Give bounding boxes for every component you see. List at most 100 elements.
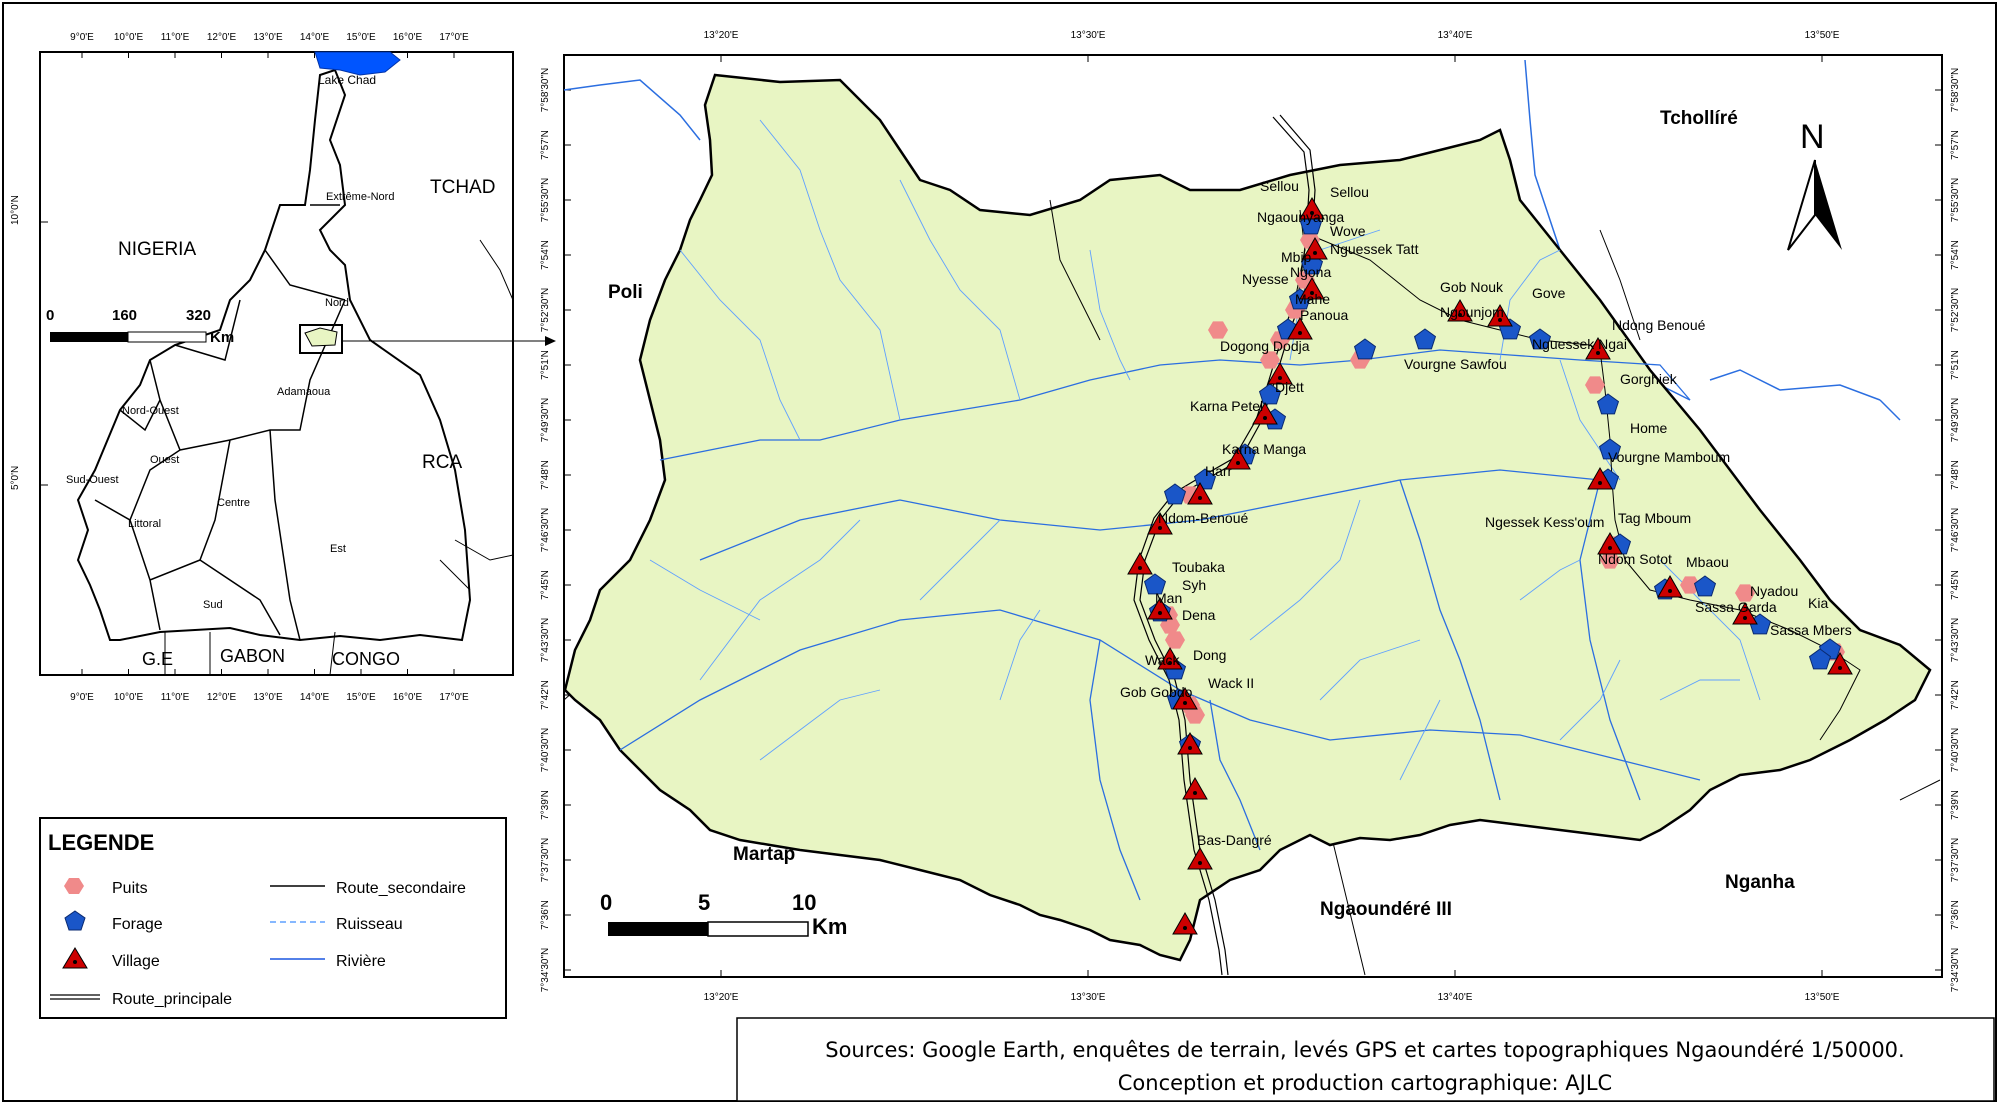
place-label: Karna Petel: [1190, 398, 1263, 414]
place-label: Gove: [1532, 285, 1566, 301]
main-top-tick: 13°50'E: [1805, 30, 1840, 41]
forage-point: [1413, 328, 1437, 350]
main-left-tick: 7°45'N: [540, 570, 551, 600]
village-point: [1287, 316, 1313, 340]
village-point: [1177, 731, 1203, 755]
place-label: Gob Nouk: [1440, 279, 1504, 295]
inset-scale-unit: Km: [210, 329, 234, 346]
inset-pointer-arrow: [545, 336, 556, 346]
puits-point: [1585, 376, 1605, 394]
region-label: Est: [330, 543, 346, 555]
study-area-box: [299, 324, 343, 354]
main-left-tick: 7°49'30"N: [540, 398, 551, 443]
main-right-tick: 7°39'N: [1950, 790, 1961, 820]
inset-top-tick: 10°0'E: [114, 32, 144, 43]
place-label: Home: [1630, 420, 1668, 436]
region-label: Littoral: [128, 518, 161, 530]
village-point: [1657, 574, 1683, 598]
main-right-tick: 7°45'N: [1950, 570, 1961, 600]
inset-bottom-tick: 15°0'E: [346, 692, 376, 703]
place-label: Sellou: [1260, 178, 1299, 194]
study-area-shape: [304, 327, 338, 347]
scale-tick: 0: [600, 890, 612, 915]
legend-title: LEGENDE: [48, 830, 154, 855]
legend-item: Puits: [112, 880, 148, 897]
legend-item: Village: [112, 953, 160, 970]
place-label: Nyadou: [1750, 583, 1798, 599]
village-point: [1732, 601, 1758, 625]
region-label: Centre: [217, 497, 250, 509]
village-point: [1252, 401, 1278, 425]
place-label: Nguessek Tatt: [1330, 241, 1419, 257]
country-congo: CONGO: [332, 649, 400, 669]
main-bottom-tick: 13°20'E: [704, 992, 739, 1003]
main-left-tick: 7°51'N: [540, 350, 551, 380]
place-label: Sassa Garda: [1695, 599, 1777, 615]
scale-unit: Km: [812, 914, 847, 939]
main-left-tick: 7°46'30"N: [540, 508, 551, 553]
place-label: Gob Gobdo: [1120, 684, 1193, 700]
village-point: [1147, 596, 1173, 620]
main-right-tick: 7°37'30"N: [1950, 838, 1961, 883]
place-label: Sellou: [1330, 184, 1369, 200]
village-point: [1172, 686, 1198, 710]
place-label: Nguessek Ngai: [1532, 336, 1627, 352]
neighbour-label: Nganha: [1725, 872, 1795, 893]
main-right-tick: 7°36'N: [1950, 900, 1961, 930]
inset-bottom-tick: 9°0'E: [70, 692, 94, 703]
legend-item: Ruisseau: [336, 916, 403, 933]
main-right-tick: 7°40'30"N: [1950, 728, 1961, 773]
main-left-ticks: 7°58'30"N7°57'N7°55'30"N7°54'N7°52'30"N7…: [540, 68, 571, 992]
cameroon-outline: [76, 68, 472, 642]
main-left-tick: 7°57'N: [540, 130, 551, 160]
village-point: [1597, 531, 1623, 555]
main-left-tick: 7°40'30"N: [540, 728, 551, 773]
inset-top-tick: 12°0'E: [207, 32, 237, 43]
puits-point: [1735, 584, 1755, 602]
region-label: Ouest: [150, 454, 179, 466]
scale-white: [707, 921, 809, 937]
main-top-tick: 13°30'E: [1071, 30, 1106, 41]
village-icon: [62, 947, 88, 969]
forage-icon: [64, 910, 86, 931]
place-label: Wack: [1145, 652, 1180, 668]
place-label: Syh: [1182, 577, 1206, 593]
main-left-tick: 7°36'N: [540, 900, 551, 930]
main-top-tick: 13°20'E: [704, 30, 739, 41]
village-point: [1187, 481, 1213, 505]
region-label: Extrême-Nord: [326, 191, 394, 203]
main-right-tick: 7°46'30"N: [1950, 508, 1961, 553]
village-point: [1147, 511, 1173, 535]
place-label: Djett: [1275, 379, 1304, 395]
inset-bottom-tick: 11°0'E: [161, 692, 190, 703]
main-left-tick: 7°54'N: [540, 240, 551, 270]
village-point: [1585, 336, 1611, 360]
forage-point: [1528, 328, 1552, 350]
main-left-tick: 7°37'30"N: [540, 838, 551, 883]
place-label: Harr: [1205, 463, 1233, 479]
legend: LEGENDE Puits Forage Village Route_princ…: [39, 817, 507, 1019]
inset-scale-tick: 160: [112, 307, 137, 324]
country-gabon: GABON: [220, 646, 285, 666]
lake-chad: [314, 51, 401, 76]
inset-scale-black: [50, 332, 128, 342]
main-right-tick: 7°43'30"N: [1950, 618, 1961, 663]
place-label: Dena: [1182, 607, 1216, 623]
inset-scale-tick: 320: [186, 307, 211, 324]
place-label: Ngaounyanga: [1257, 209, 1344, 225]
sources-line1: Sources: Google Earth, enquêtes de terra…: [825, 1038, 1904, 1062]
inset-left-tick: 5°0'N: [10, 466, 21, 490]
sources-box: Sources: Google Earth, enquêtes de terra…: [736, 1017, 1995, 1102]
legend-item: Rivière: [336, 953, 386, 970]
inset-top-tick: 17°0'E: [439, 32, 469, 43]
main-left-tick: 7°39'N: [540, 790, 551, 820]
village-point: [1827, 651, 1853, 675]
region-label: Nord: [325, 297, 349, 309]
place-label: Nyesse: [1242, 271, 1289, 287]
puits-point: [1165, 631, 1185, 649]
place-label: Ndom Sotot: [1598, 551, 1672, 567]
